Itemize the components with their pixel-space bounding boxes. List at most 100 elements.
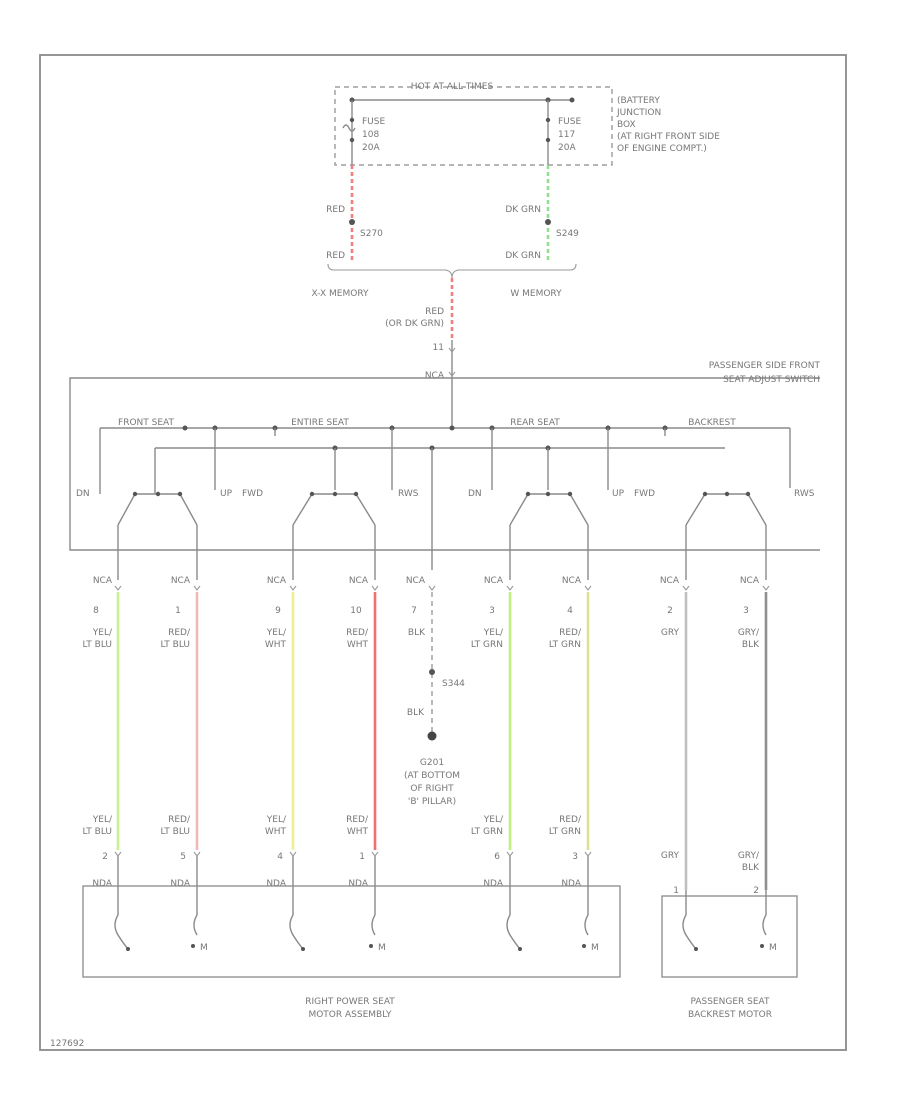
pin-7-conn: NCA [562,576,582,586]
mpin-2-wire-2: LT BLU [161,827,190,837]
pin-7-num: 4 [567,606,573,616]
ground-location-1: G201 [420,758,444,768]
rear-dn-label: DN [468,489,482,499]
entire-fwd-label: FWD [242,489,263,499]
front-dn-label: DN [76,489,90,499]
mpin-7-wire-1: GRY [661,851,680,861]
pin-9-wire-1: GRY/ [738,628,760,638]
switch-connector-pins: NCA 8 YEL/ LT BLU NCA 1 RED/ LT BLU NCA … [83,576,770,650]
pin-3-wire-2: WHT [265,640,287,650]
mpin-6-wire-1: RED/ [559,815,582,825]
pin-6-wire-1: YEL/ [483,628,504,638]
mpin-3-num: 4 [277,852,283,862]
pin-3-num: 9 [275,606,281,616]
fuse-117-rating: 20A [558,143,576,153]
mpin-4-wire-1: RED/ [346,815,369,825]
mpin-5-wire-1: YEL/ [483,815,504,825]
rear-fwd-label: FWD [634,489,655,499]
right-power-seat-motor-assembly: M M M RIGHT POWER SEAT MOTOR ASSEMBLY [82,885,621,1020]
pin-1-wire-2: LT BLU [83,640,112,650]
pin-8-conn: NCA [660,576,680,586]
fuse-117-label: FUSE [558,117,581,127]
switch-label-1: PASSENGER SIDE FRONT [709,361,821,371]
pin-2-wire-2: LT BLU [161,640,190,650]
pin-6-num: 3 [489,606,495,616]
pin-5-conn: NCA [406,576,426,586]
junction-box-line-3: BOX [617,120,636,130]
ground-circuit: S344 BLK G201 (AT BOTTOM OF RIGHT 'B' PI… [404,592,465,807]
pin-9-wire-2: BLK [742,640,760,650]
feed-wire-label-1: RED [425,307,444,317]
group-front-seat: FRONT SEAT [118,418,174,428]
mpin-3-conn: NDA [266,879,287,889]
pin-2-num: 1 [175,606,181,616]
pin-1-wire-1: YEL/ [92,628,113,638]
pin-9-conn: NCA [740,576,760,586]
pin-8-num: 2 [667,606,673,616]
backrest-motor-label-2: BACKREST MOTOR [688,1010,772,1020]
mpin-4-num: 1 [359,852,365,862]
fuse-117-number: 117 [558,130,575,140]
mpin-6-num: 3 [572,852,578,862]
mpin-7-num: 1 [673,886,679,896]
switch-backrest [685,491,767,580]
mpin-5-conn: NDA [483,879,504,889]
fuse-feed-wires: RED S270 RED DK GRN S249 DK GRN X-X MEMO… [311,165,579,428]
mpin-2-conn: NDA [170,879,191,889]
entire-rws-label: RWS [398,489,419,499]
right-wire-bottom-label: DK GRN [505,251,541,261]
pin-2-conn: NCA [171,576,191,586]
fuse-108-number: 108 [362,130,379,140]
motor-rear-mark: M [591,943,599,953]
feed-wire-label-2: (OR DK GRN) [385,319,444,329]
passenger-backrest-motor: M PASSENGER SEAT BACKREST MOTOR [661,895,798,1020]
pin-1-conn: NCA [93,576,113,586]
motor-entire: M [289,914,386,953]
mpin-1-wire-2: LT BLU [83,827,112,837]
mpin-4-wire-2: WHT [347,827,369,837]
mpin-5-wire-2: LT GRN [471,827,503,837]
junction-box-line-2: JUNCTION [616,108,661,118]
feed-conn-label: NCA [425,371,445,381]
front-up-label: UP [220,489,233,499]
mpin-3-wire-1: YEL/ [266,815,287,825]
battery-junction-box: HOT AT ALL TIMES FUSE 108 20A FUSE 117 2… [334,82,720,166]
diagram-frame [39,54,847,1051]
pin-4-num: 10 [350,606,362,616]
ground-location-2: (AT BOTTOM [404,771,460,781]
pin-5-num: 7 [411,606,417,616]
right-wire-top-label: DK GRN [505,205,541,215]
pin-7-wire-1: RED/ [559,628,582,638]
pin-3-conn: NCA [267,576,287,586]
pin-8-wire-1: GRY [661,628,680,638]
pin-3-wire-1: YEL/ [266,628,287,638]
group-backrest: BACKREST [688,418,736,428]
ground-splice-label: S344 [442,679,465,689]
motor-front-mark: M [200,943,208,953]
rear-up-label: UP [612,489,625,499]
fuse-108-label: FUSE [362,117,385,127]
pin-4-wire-1: RED/ [346,628,369,638]
mpin-1-conn: NDA [92,879,113,889]
switch-label-2: SEAT ADJUST SWITCH [723,375,820,385]
seat-motor-label-1: RIGHT POWER SEAT [305,997,395,1007]
harness-wires [116,592,768,890]
motor-backrest-mark: M [769,943,777,953]
mpin-1-num: 2 [102,852,108,862]
pin-1-num: 8 [93,606,99,616]
pin-2-wire-1: RED/ [168,628,191,638]
ground-wire-label: BLK [407,708,425,718]
mpin-8-num: 2 [753,886,759,896]
diagram-footer-code: 127692 [50,1039,84,1049]
pin-6-conn: NCA [484,576,504,586]
mpin-6-wire-2: LT GRN [549,827,581,837]
feed-pin-label: 11 [433,343,444,353]
mpin-2-num: 5 [180,852,186,862]
ground-location-4: 'B' PILLAR) [408,797,456,807]
pin-4-conn: NCA [349,576,369,586]
pin-9-num: 3 [743,606,749,616]
left-wire-bottom-label: RED [326,251,345,261]
mpin-8-wire-1: GRY/ [738,851,760,861]
pin-7-wire-2: LT GRN [549,640,581,650]
